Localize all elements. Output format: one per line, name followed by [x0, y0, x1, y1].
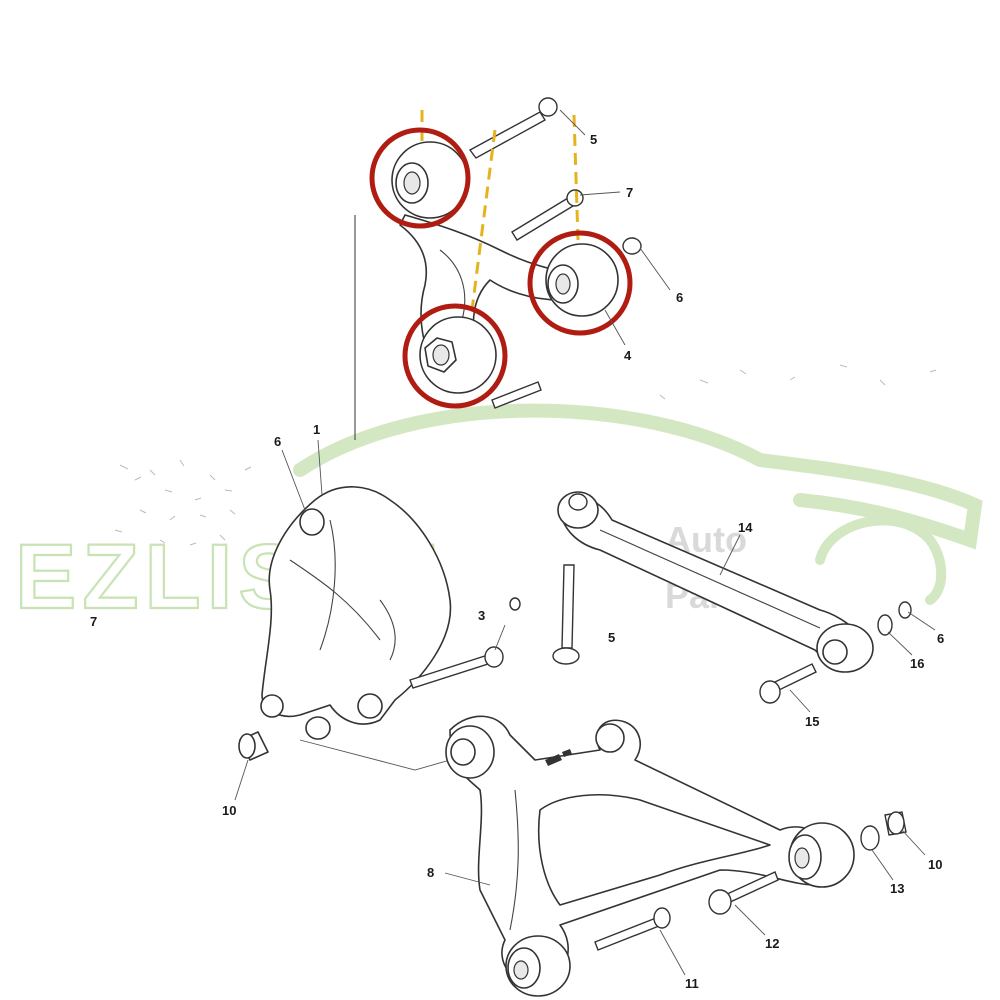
- knuckle-detail-2: [319, 519, 336, 651]
- upper-bolt-short: [511, 189, 584, 241]
- label-knuckle-nut: 6: [274, 434, 281, 449]
- label-lower-arm: 8: [427, 865, 434, 880]
- lower-arm-upper-eye: [595, 723, 625, 753]
- knuckle-body: [261, 486, 452, 725]
- watermark-wheel-arch: [815, 515, 947, 605]
- toe-link-vertical-bolt: [552, 564, 580, 665]
- highlight-circle-bottom: [402, 303, 508, 409]
- lower-arm-bushing-inner: [445, 725, 495, 779]
- label-lower-bolt-short: 11: [685, 976, 699, 991]
- label-toe-link: 14: [738, 520, 753, 535]
- upper-bushing-c: [419, 316, 497, 394]
- lower-arm-bushing-bottom: [505, 935, 571, 997]
- label-lower-bolt-long: 12: [765, 936, 779, 951]
- lower-nut-shape: [884, 811, 907, 836]
- upper-arm-assembly: [354, 97, 642, 440]
- label-upper-bolt-long: 5: [590, 132, 597, 147]
- label-toe-link-bolt: 15: [805, 714, 819, 729]
- label-knuckle-bolt: 3: [478, 608, 485, 623]
- toe-link-inner-nut: [568, 493, 588, 511]
- label-link-bolt: 5: [608, 630, 615, 645]
- knuckle-detail-1: [289, 559, 381, 641]
- highlight-circle-top-left: [369, 127, 471, 229]
- label-knuckle: 1: [313, 422, 320, 437]
- upper-nut: [622, 237, 642, 255]
- callout-leaders: [234, 109, 936, 976]
- lower-arm-marking: [545, 749, 572, 766]
- knuckle-lug-right: [357, 693, 383, 719]
- highlight-circle-right: [527, 230, 633, 336]
- knuckle-to-arm-leader: [299, 739, 451, 771]
- toe-link-nut-shape: [898, 601, 912, 619]
- toe-link-assembly: [552, 491, 912, 704]
- lower-washer-shape: [860, 825, 880, 851]
- highlight-circles: [369, 127, 633, 409]
- label-lower-washer: 13: [890, 881, 904, 896]
- toe-link-rib: [599, 529, 821, 629]
- callout-labels: 5 7 6 4 1 6 7 3 5 14 6 16 15 10 8 11 12 …: [90, 132, 944, 991]
- upper-bolt-long: [468, 97, 558, 159]
- knuckle-bolt-nut: [509, 597, 521, 611]
- upper-bushing-a: [391, 141, 469, 219]
- lower-bolt-short: [594, 907, 671, 951]
- label-lower-nut: 10: [928, 857, 942, 872]
- label-toe-link-nut: 6: [937, 631, 944, 646]
- upper-bushing-b: [545, 243, 619, 317]
- knuckle-eye: [299, 508, 325, 536]
- knuckle-lug-left: [260, 694, 284, 718]
- knuckle-detail-3: [379, 599, 396, 661]
- upper-bolt-lower: [491, 381, 542, 409]
- lower-arm-assembly: [445, 715, 907, 997]
- toe-link-washer-shape: [877, 614, 893, 636]
- label-left-ref: 7: [90, 614, 97, 629]
- knuckle-bolt: [409, 646, 504, 689]
- toe-link-bolt: [759, 663, 817, 704]
- label-upper-bushing: 4: [624, 348, 632, 363]
- label-upper-nut: 6: [676, 290, 683, 305]
- lower-arm-rib: [509, 789, 519, 931]
- knuckle-assembly: [238, 486, 521, 761]
- label-toe-link-washer: 16: [910, 656, 924, 671]
- label-upper-bolt-short: 7: [626, 185, 633, 200]
- background-marks: [114, 364, 937, 546]
- knuckle-lug-bottom: [305, 716, 331, 740]
- lower-bolt-long: [708, 871, 779, 915]
- upper-arm-rib: [439, 249, 466, 321]
- lower-arm-bushing-right: [788, 822, 855, 888]
- label-knuckle-bushing: 10: [222, 803, 236, 818]
- assembly-axis-lines: [420, 110, 580, 311]
- watermark: EZLISEN Auto Parts: [14, 403, 983, 629]
- knuckle-bushing: [238, 731, 269, 761]
- toe-link-outer-bore: [822, 639, 848, 665]
- lower-arm-inner-cutout: [537, 794, 771, 906]
